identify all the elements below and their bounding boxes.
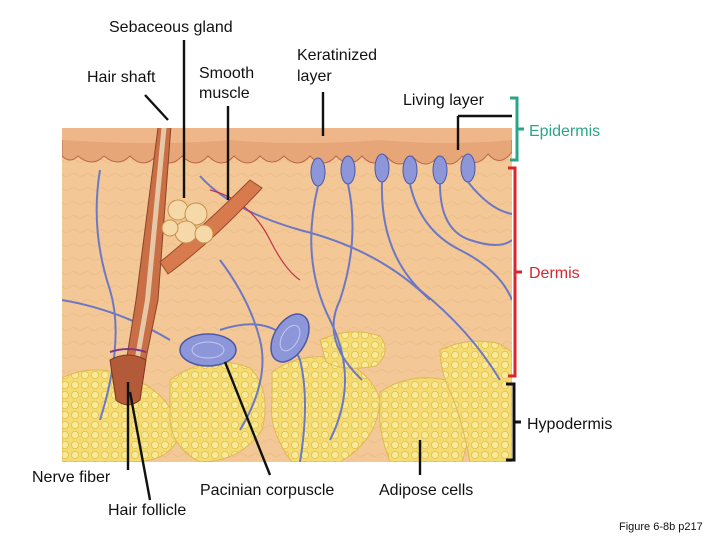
label-hair-follicle: Hair follicle	[108, 501, 186, 520]
label-keratinized-layer-line1: Keratinized	[297, 46, 377, 65]
keratinized-layer-band	[62, 128, 512, 143]
label-nerve-fiber: Nerve fiber	[32, 468, 110, 487]
label-hair-shaft: Hair shaft	[87, 68, 155, 87]
label-keratinized-layer-line2: layer	[297, 67, 332, 86]
label-sebaceous-gland: Sebaceous gland	[109, 18, 233, 37]
label-hypodermis: Hypodermis	[527, 415, 612, 434]
epidermis-bracket	[510, 98, 524, 160]
label-smooth-muscle-line1: Smooth	[199, 64, 254, 83]
label-adipose-cells: Adipose cells	[379, 481, 473, 500]
figure-caption: Figure 6-8b p217	[619, 521, 703, 533]
label-pacinian-corpuscle: Pacinian corpuscle	[200, 481, 334, 500]
label-living-layer: Living layer	[403, 91, 484, 110]
label-dermis: Dermis	[529, 264, 580, 283]
label-epidermis: Epidermis	[529, 122, 600, 141]
label-smooth-muscle-line2: muscle	[199, 84, 250, 103]
